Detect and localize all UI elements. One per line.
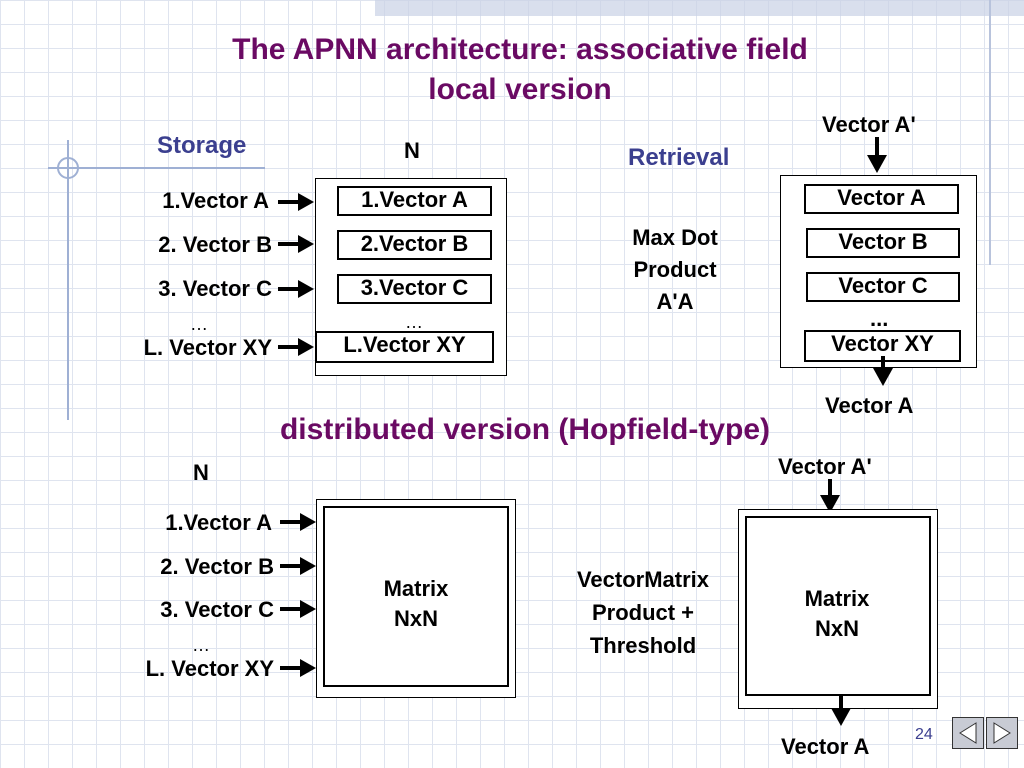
arrow-right-icon <box>278 235 314 253</box>
arrow-right-icon <box>278 338 314 356</box>
distributed-input-4: L. Vector XY <box>145 656 274 681</box>
stored-vector-2: 2.Vector B <box>337 230 492 260</box>
local-query-arrow <box>867 137 887 173</box>
distributed-query-label: Vector A' <box>778 454 872 479</box>
arrow-down-icon <box>867 137 887 173</box>
distributed-operation-line-2: Product + <box>591 600 695 625</box>
stored-vector-4: L.Vector XY <box>315 331 494 363</box>
page-title: The APNN architecture: associative field… <box>110 30 930 110</box>
distributed-operation-line-1: VectorMatrix <box>576 567 710 592</box>
distributed-matrix-line-1: Matrix <box>383 576 449 601</box>
local-input-arrows <box>278 193 314 356</box>
local-input-ellipsis: … <box>190 314 208 334</box>
right-decor-line <box>989 0 991 265</box>
local-operation-line-2: Product <box>633 257 717 282</box>
title-line-2: local version <box>428 73 612 106</box>
prev-slide-button[interactable] <box>952 717 984 749</box>
retrieved-vector-1: Vector A <box>804 184 959 214</box>
stored-vector-1: 1.Vector A <box>337 186 492 216</box>
arrow-right-icon <box>280 557 316 575</box>
retrieval-heading: Retrieval <box>628 144 730 171</box>
local-operation: Max Dot Product A'A <box>600 222 750 318</box>
local-n-label: N <box>404 138 420 163</box>
distributed-matrix-line-2: NxN <box>393 606 438 631</box>
next-slide-button[interactable] <box>986 717 1018 749</box>
retrieved-vector-2: Vector B <box>806 228 960 258</box>
local-input-4: L. Vector XY <box>143 335 272 360</box>
page-number: 24 <box>915 726 933 743</box>
local-input-1: 1.Vector A <box>162 188 269 213</box>
arrow-right-icon <box>278 193 314 211</box>
distributed-input-3: 3. Vector C <box>160 597 274 622</box>
distributed-input-arrows <box>280 513 316 677</box>
distributed-matrix-right-line-1: Matrix <box>804 586 870 611</box>
distributed-matrix-right-label: Matrix NxN <box>747 584 927 644</box>
stored-ellipsis: … <box>405 312 423 332</box>
arrow-right-icon <box>280 600 316 618</box>
arrow-right-icon <box>280 659 316 677</box>
distributed-matrix-label: Matrix NxN <box>326 574 506 634</box>
distributed-n-label: N <box>193 460 209 485</box>
arrow-down-icon <box>873 356 893 386</box>
distributed-input-ellipsis: … <box>192 635 210 655</box>
triangle-right-icon <box>993 722 1011 744</box>
distributed-matrix-right-inner <box>745 516 931 696</box>
distributed-input-2: 2. Vector B <box>160 554 274 579</box>
distributed-operation-line-3: Threshold <box>589 633 697 658</box>
local-output-label: Vector A <box>825 393 914 418</box>
stored-vector-3: 3.Vector C <box>337 274 492 304</box>
arrow-down-icon <box>831 694 851 726</box>
arrow-right-icon <box>278 280 314 298</box>
distributed-matrix-right-line-2: NxN <box>814 616 859 641</box>
top-decor-band <box>375 0 1024 16</box>
distributed-matrix-inner <box>323 506 509 687</box>
retrieved-vector-3: Vector C <box>806 272 960 302</box>
local-output-arrow <box>873 356 893 386</box>
local-input-2: 2. Vector B <box>158 232 272 257</box>
triangle-left-icon <box>959 722 977 744</box>
local-query-label: Vector A' <box>822 112 916 137</box>
title-line-1: The APNN architecture: associative field <box>232 33 808 66</box>
distributed-query-arrow <box>820 479 840 513</box>
retrieved-ellipsis: ... <box>870 306 889 331</box>
left-decor-ornament <box>48 140 265 420</box>
distributed-operation: VectorMatrix Product + Threshold <box>548 563 738 662</box>
local-operation-line-3: A'A <box>656 289 694 314</box>
local-input-3: 3. Vector C <box>158 276 272 301</box>
local-operation-line-1: Max Dot <box>632 225 718 250</box>
distributed-heading: distributed version (Hopfield-type) <box>279 413 771 446</box>
storage-heading: Storage <box>157 132 247 159</box>
arrow-right-icon <box>280 513 316 531</box>
arrow-down-icon <box>820 479 840 513</box>
distributed-input-1: 1.Vector A <box>165 510 272 535</box>
distributed-output-label: Vector A <box>781 734 870 759</box>
distributed-output-arrow <box>831 694 851 726</box>
